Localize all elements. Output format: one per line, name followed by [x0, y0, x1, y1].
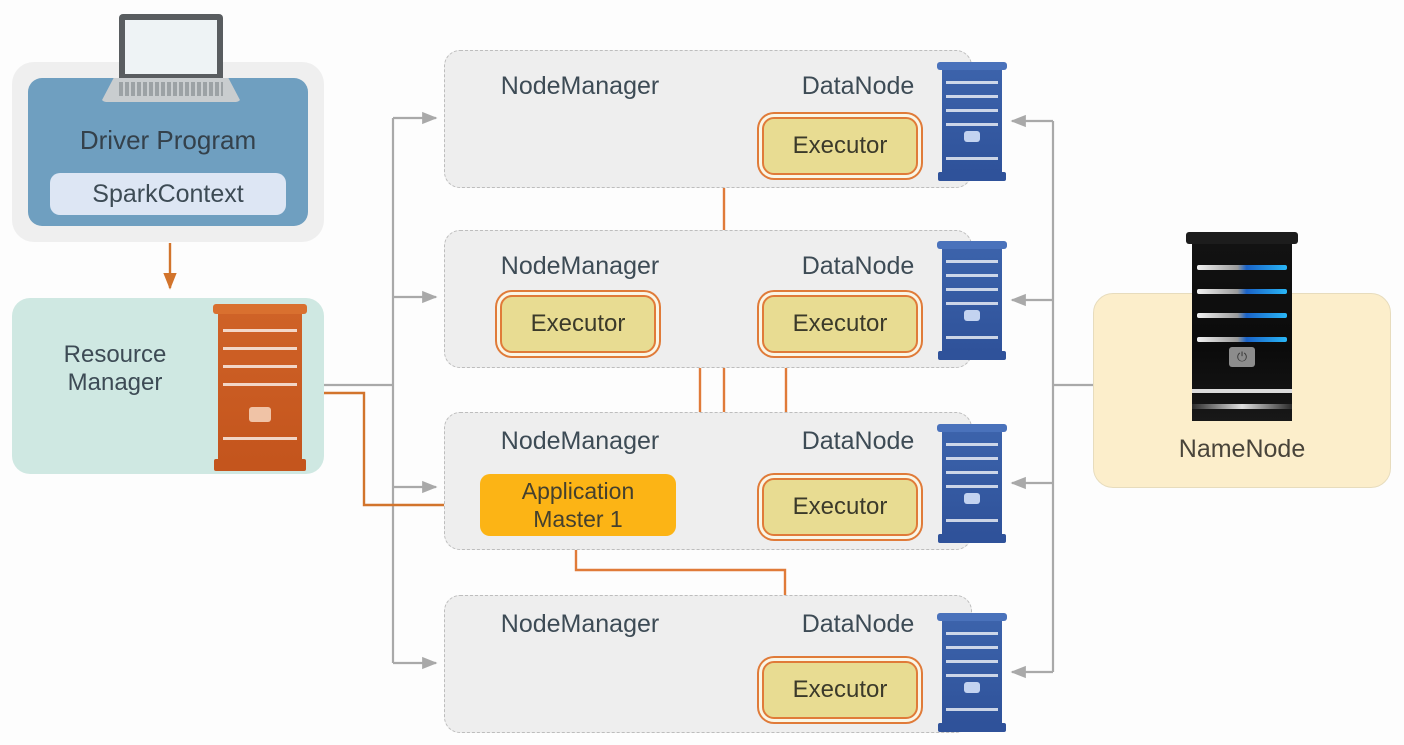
resource-manager-label-line2: Manager [67, 368, 163, 396]
data-node-label: DataNode [801, 72, 915, 100]
application-master-box[interactable] [480, 474, 676, 536]
executor-box[interactable]: Executor [762, 117, 918, 175]
driver-program-title: Driver Program [79, 125, 257, 155]
node-manager-label: NodeManager [500, 610, 660, 638]
node-manager-label: NodeManager [500, 252, 660, 280]
sparkcontext-box[interactable] [50, 173, 286, 215]
data-node-server-icon [937, 241, 1007, 360]
data-node-server-icon [937, 424, 1007, 543]
resource-manager-server-icon [213, 304, 307, 471]
laptop-icon [101, 14, 241, 106]
executor-label: Executor [792, 310, 888, 337]
application-master-label-line2: Master 1 [533, 506, 623, 532]
executor-box[interactable]: Executor [762, 295, 918, 353]
name-node-server-icon: ⏻ [1186, 232, 1298, 421]
data-node-label: DataNode [801, 610, 915, 638]
sparkcontext-label: SparkContext [92, 180, 244, 208]
node-manager-label: NodeManager [500, 72, 660, 100]
laptop-screen [125, 20, 217, 74]
data-node-label: DataNode [801, 252, 915, 280]
wire-rm-to-appmaster [306, 391, 474, 512]
executor-label: Executor [792, 676, 888, 703]
executor-box[interactable]: Executor [500, 295, 656, 353]
laptop-keyboard [119, 82, 223, 96]
power-button-icon: ⏻ [1229, 347, 1255, 367]
executor-label: Executor [530, 310, 626, 337]
executor-box[interactable]: Executor [762, 661, 918, 719]
executor-box[interactable]: Executor [762, 478, 918, 536]
data-node-label: DataNode [801, 427, 915, 455]
data-node-server-icon [937, 62, 1007, 181]
resource-manager-label: Resource Manager [40, 341, 190, 396]
executor-label: Executor [792, 132, 888, 159]
resource-manager-label-line1: Resource [63, 341, 167, 368]
application-master-label-line1: Application [521, 478, 635, 504]
node-manager-label: NodeManager [500, 427, 660, 455]
application-master-label: Application Master 1 [480, 477, 676, 533]
name-node-label: NameNode [1178, 435, 1306, 463]
executor-label: Executor [792, 493, 888, 520]
data-node-server-icon [937, 613, 1007, 732]
